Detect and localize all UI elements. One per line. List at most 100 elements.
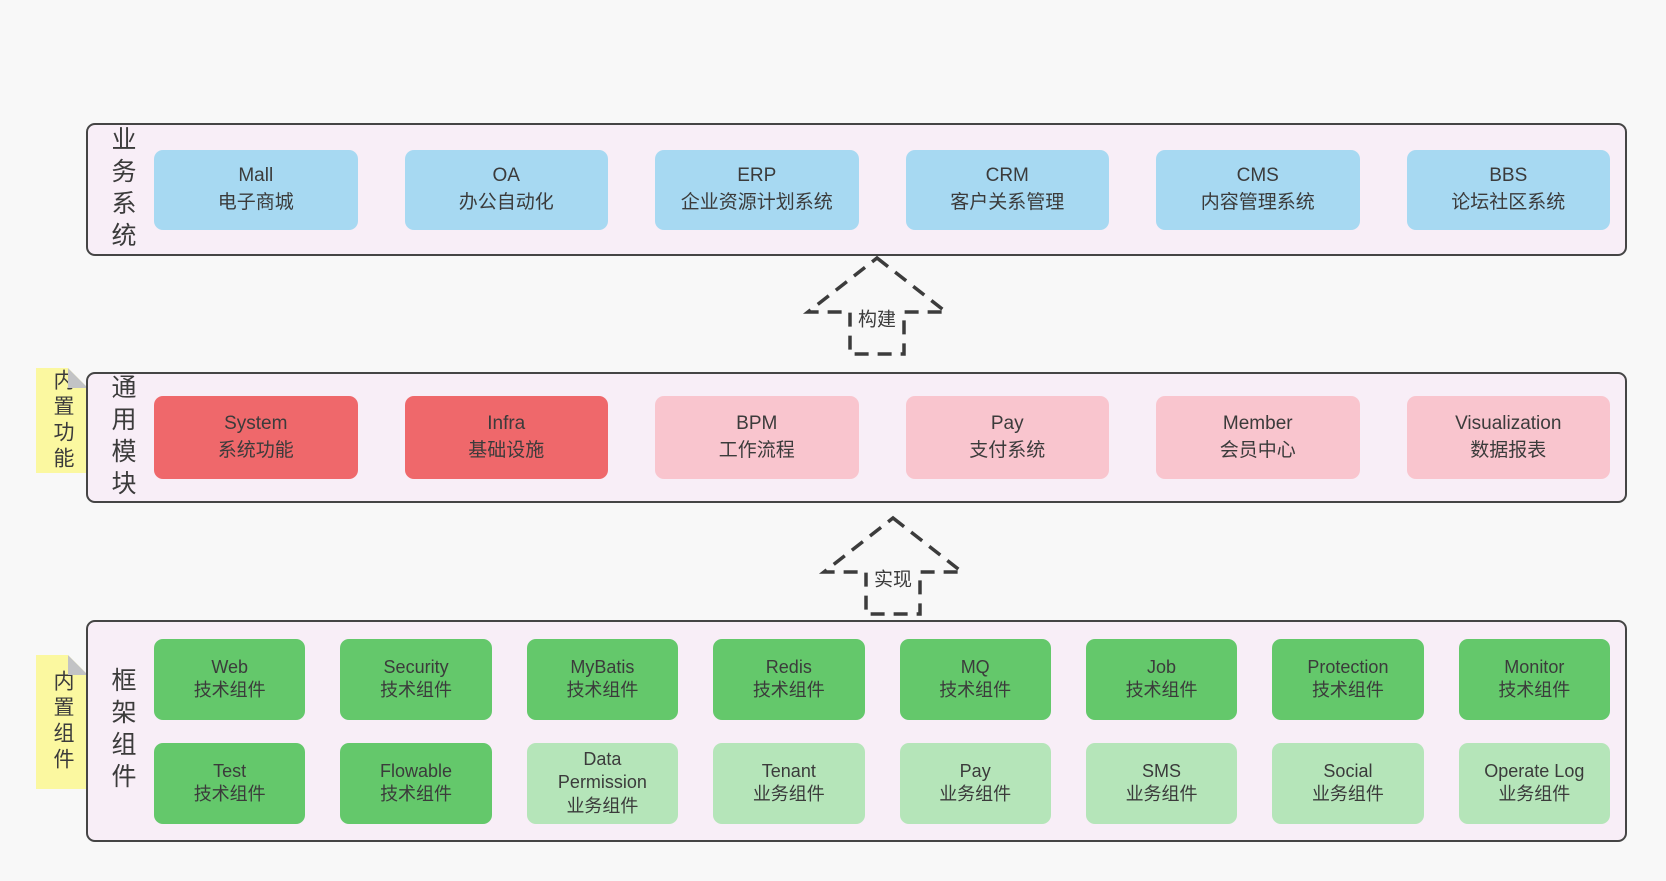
box-name: CRM	[985, 164, 1029, 186]
dashed-up-arrow-icon	[802, 255, 952, 356]
box-desc: 技术组件	[193, 784, 266, 804]
box-redis: Redis 技术组件	[713, 638, 865, 720]
box-flowable: Flowable 技术组件	[340, 742, 492, 824]
box-name: Test	[213, 760, 247, 781]
sticky-note-built-in-components: 内置组件	[36, 655, 88, 789]
arrow-build: 构建	[797, 254, 957, 358]
box-tenant: Tenant 业务组件	[713, 742, 865, 824]
box-desc: 数据报表	[1470, 439, 1547, 461]
box-name: SMS	[1142, 760, 1182, 781]
box-name: Mall	[238, 164, 274, 186]
box-desc: 技术组件	[1125, 680, 1198, 700]
box-name: MQ	[960, 656, 990, 677]
box-web: Web 技术组件	[154, 638, 306, 720]
box-name: Protection	[1307, 656, 1389, 677]
box-name: Data Permission	[557, 748, 647, 793]
note-fold-corner	[68, 368, 88, 388]
box-name: Web	[211, 656, 249, 677]
sticky-note-built-in-features: 内置功能	[36, 368, 88, 473]
box-visualization: Visualization 数据报表	[1406, 396, 1610, 479]
box-name: Pay	[990, 412, 1024, 434]
box-desc: 系统功能	[217, 439, 294, 461]
note-fold-corner	[68, 655, 88, 675]
box-bbs: BBS 论坛社区系统	[1406, 149, 1610, 230]
box-name: Infra	[487, 412, 526, 434]
box-infra: Infra 基础设施	[404, 396, 608, 479]
box-name: Visualization	[1455, 412, 1562, 434]
dashed-up-arrow-icon	[818, 515, 968, 616]
box-desc: 技术组件	[1311, 680, 1384, 700]
box-monitor: Monitor 技术组件	[1458, 638, 1610, 720]
box-name: BBS	[1489, 164, 1528, 186]
box-desc: 技术组件	[1498, 680, 1571, 700]
box-desc: 客户关系管理	[950, 191, 1065, 213]
box-name: Flowable	[380, 760, 453, 781]
box-cms: CMS 内容管理系统	[1156, 149, 1360, 230]
box-operate-log: Operate Log 业务组件	[1458, 742, 1610, 824]
box-security: Security 技术组件	[340, 638, 492, 720]
box-desc: 支付系统	[969, 439, 1046, 461]
box-desc: 技术组件	[380, 680, 453, 700]
box-mall: Mall 电子商城	[154, 149, 358, 230]
box-desc: 业务组件	[939, 784, 1012, 804]
box-desc: 电子商城	[217, 191, 294, 213]
box-desc: 内容管理系统	[1200, 191, 1315, 213]
box-desc: 会员中心	[1219, 439, 1296, 461]
box-desc: 技术组件	[193, 680, 266, 700]
box-pay: Pay 业务组件	[899, 742, 1051, 824]
box-name: System	[224, 412, 288, 434]
box-name: Job	[1147, 656, 1177, 677]
box-name: Social	[1323, 760, 1373, 781]
box-desc: 技术组件	[752, 680, 825, 700]
box-mq: MQ 技术组件	[899, 638, 1051, 720]
band-business-systems: 业务系统 Mall 电子商城 OA 办公自动化 ERP 企业资源计划系统 CRM 客户关系管理…	[86, 123, 1627, 256]
band-rows: Mall 电子商城 OA 办公自动化 ERP 企业资源计划系统 CRM 客户关系管理 CMS 内容…	[154, 125, 1610, 254]
box-name: Pay	[959, 760, 991, 781]
box-name: Monitor	[1504, 656, 1565, 677]
box-name: Redis	[765, 656, 812, 677]
box-desc: 工作流程	[718, 439, 795, 461]
box-name: OA	[492, 164, 520, 186]
box-name: Operate Log	[1484, 760, 1585, 781]
box-desc: 基础设施	[468, 439, 545, 461]
box-pay: Pay 支付系统	[905, 396, 1109, 479]
note-label: 内置组件	[51, 670, 74, 774]
box-protection: Protection 技术组件	[1272, 638, 1424, 720]
box-desc: 办公自动化	[458, 191, 554, 213]
band-label: 业务系统	[108, 125, 136, 254]
box-job: Job 技术组件	[1085, 638, 1238, 720]
box-bpm: BPM 工作流程	[655, 396, 859, 479]
box-erp: ERP 企业资源计划系统	[655, 149, 859, 230]
box-crm: CRM 客户关系管理	[905, 149, 1109, 230]
box-desc: 论坛社区系统	[1451, 191, 1566, 213]
box-desc: 业务组件	[1498, 784, 1571, 804]
box-desc: 技术组件	[566, 680, 639, 700]
box-name: CMS	[1236, 164, 1279, 186]
box-name: BPM	[736, 412, 778, 434]
box-test: Test 技术组件	[154, 742, 306, 824]
box-name: Tenant	[761, 760, 816, 781]
box-desc: 技术组件	[380, 784, 453, 804]
box-desc: 业务组件	[1311, 784, 1384, 804]
box-desc: 业务组件	[752, 784, 825, 804]
arrow-label: 构建	[854, 303, 900, 333]
arrow-implement: 实现	[813, 514, 973, 618]
box-social: Social 业务组件	[1272, 742, 1424, 824]
box-desc: 业务组件	[566, 795, 639, 816]
box-mybatis: MyBatis 技术组件	[526, 638, 679, 720]
box-desc: 业务组件	[1125, 784, 1198, 804]
note-label: 内置功能	[51, 368, 74, 473]
box-name: Security	[383, 656, 449, 677]
box-system: System 系统功能	[154, 396, 358, 479]
box-name: MyBatis	[570, 656, 635, 677]
box-desc: 技术组件	[939, 680, 1012, 700]
box-oa: OA 办公自动化	[404, 149, 608, 230]
box-desc: 企业资源计划系统	[680, 191, 833, 213]
box-name: ERP	[737, 164, 777, 186]
